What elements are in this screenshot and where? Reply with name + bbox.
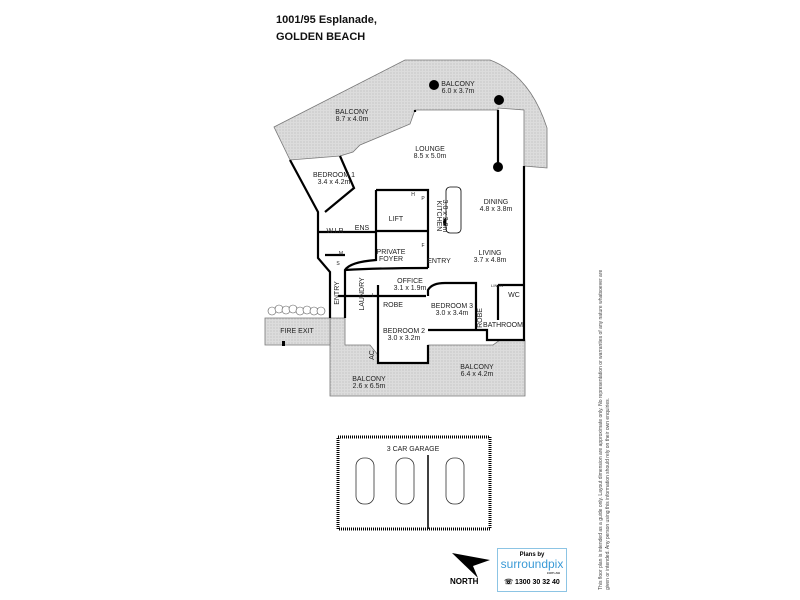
balcony-ne-label: BALCONY [441, 81, 475, 88]
fire-exit-area [264, 317, 331, 346]
north-arrow-icon [452, 553, 490, 578]
robe-label: ROBE [383, 302, 403, 309]
balcony-north [273, 59, 548, 169]
lounge-label: LOUNGE [415, 146, 445, 153]
bedroom2-size: 3.0 x 3.2m [388, 335, 421, 342]
balcony-se-label: BALCONY [460, 364, 494, 371]
ensuite-label: ENS [355, 225, 370, 232]
fixture-l: L [372, 293, 375, 299]
disclaimer: This floor plan is intended as a guide o… [598, 269, 611, 590]
fixture-m: M [339, 251, 343, 257]
address-line2: GOLDEN BEACH [276, 31, 366, 43]
office-size: 3.1 x 1.9m [394, 285, 427, 292]
walls [289, 110, 526, 365]
living-label: LIVING [479, 250, 502, 257]
linen-label: LINEN [491, 283, 503, 288]
garage-label: 3 CAR GARAGE [387, 446, 440, 453]
balcony-ne-size: 6.0 x 3.7m [442, 88, 475, 95]
shrubs-icon [267, 304, 326, 316]
foyer-label-2: FOYER [379, 256, 403, 263]
balcony-sw-label: BALCONY [352, 376, 386, 383]
bedroom1-size: 3.4 x 4.2m [318, 179, 351, 186]
phone-number: 1300 30 32 40 [514, 579, 560, 586]
bedroom3-size: 3.0 x 3.4m [436, 310, 469, 317]
fixture-f: F [421, 243, 424, 249]
ac-label: AC [369, 350, 376, 360]
balcony-nw-size: 8.7 x 4.0m [336, 116, 369, 123]
address-line1: 1001/95 Esplanade, [276, 14, 377, 26]
side-entry-label: ENTRY [334, 281, 341, 305]
north-label: NORTH [450, 577, 479, 586]
wir-label: W.I.R [326, 228, 343, 235]
office-label: OFFICE [397, 278, 423, 285]
living-size: 3.7 x 4.8m [474, 257, 507, 264]
balcony-se-size: 6.4 x 4.2m [461, 371, 494, 378]
room-labels: BALCONY 6.0 x 3.7m BALCONY 8.7 x 4.0m LO… [280, 81, 523, 390]
bedroom3-label: BEDROOM 3 [431, 303, 473, 310]
balcony-sw-size: 2.6 x 6.5m [353, 383, 386, 390]
wc-label: WC [508, 292, 520, 299]
logo-domain: com.au [546, 570, 560, 575]
bathroom-label: BATHROOM [483, 322, 523, 329]
fixture-s: S [336, 261, 340, 267]
dining-label: DINING [484, 199, 509, 206]
foyer-label-1: PRIVATE [377, 249, 406, 256]
car-icon [355, 457, 465, 505]
fixture-p: P [421, 196, 425, 202]
kitchen-size: 3.0 x 3.8m [441, 200, 448, 233]
logo-by: Plans by [519, 552, 545, 558]
garage: 3 CAR GARAGE [336, 435, 492, 531]
kitchen-label: KITCHEN [435, 201, 442, 232]
balcony-nw-label: BALCONY [335, 109, 369, 116]
fixture-h: H [411, 192, 415, 198]
fire-exit-door-marker [282, 341, 285, 346]
fire-exit-label: FIRE EXIT [280, 328, 314, 335]
lounge-size: 8.5 x 5.0m [414, 153, 447, 160]
lift-label: LIFT [389, 216, 404, 223]
kitchen-island [445, 186, 462, 234]
logo-brand: surroundpix [500, 557, 564, 571]
entry-label: ENTRY [427, 258, 451, 265]
surroundpix-logo: Plans by surroundpix com.au ☏ 1300 30 32… [497, 548, 567, 592]
laundry-label: LAUNDRY [359, 277, 366, 311]
robe2-label: ROBE [477, 308, 484, 328]
logo-phone: ☏ 1300 30 32 40 [504, 579, 560, 586]
bedroom2-label: BEDROOM 2 [383, 328, 425, 335]
bedroom1-label: BEDROOM 1 [313, 172, 355, 179]
dining-size: 4.8 x 3.8m [480, 206, 513, 213]
